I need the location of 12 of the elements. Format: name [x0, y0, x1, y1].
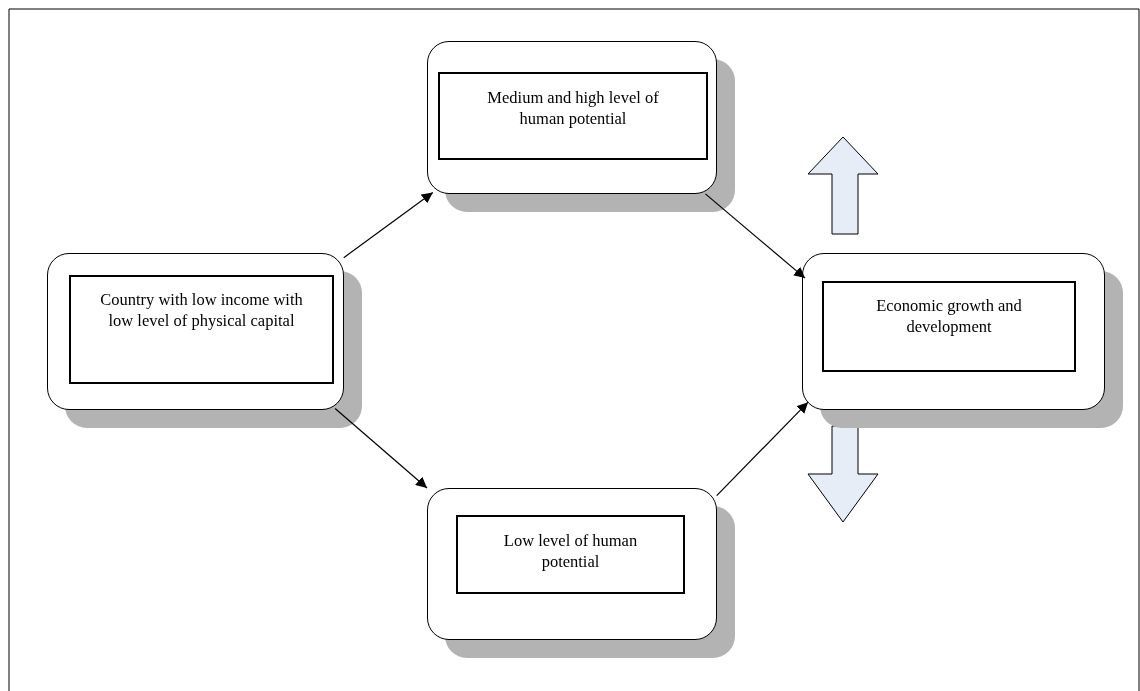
arrow — [716, 401, 809, 497]
text-box — [438, 72, 708, 160]
box-text: Low level of human potential — [502, 530, 639, 572]
arrow — [704, 193, 806, 279]
text-box — [456, 515, 685, 594]
text-box — [69, 275, 334, 384]
arrow — [343, 191, 434, 259]
box-text: Medium and high level of human potential — [486, 87, 660, 129]
arrow — [334, 407, 428, 489]
text-box — [822, 281, 1076, 372]
box-text: Economic growth and development — [875, 295, 1023, 337]
box-text: Country with low income with low level of physical capital — [99, 289, 304, 331]
